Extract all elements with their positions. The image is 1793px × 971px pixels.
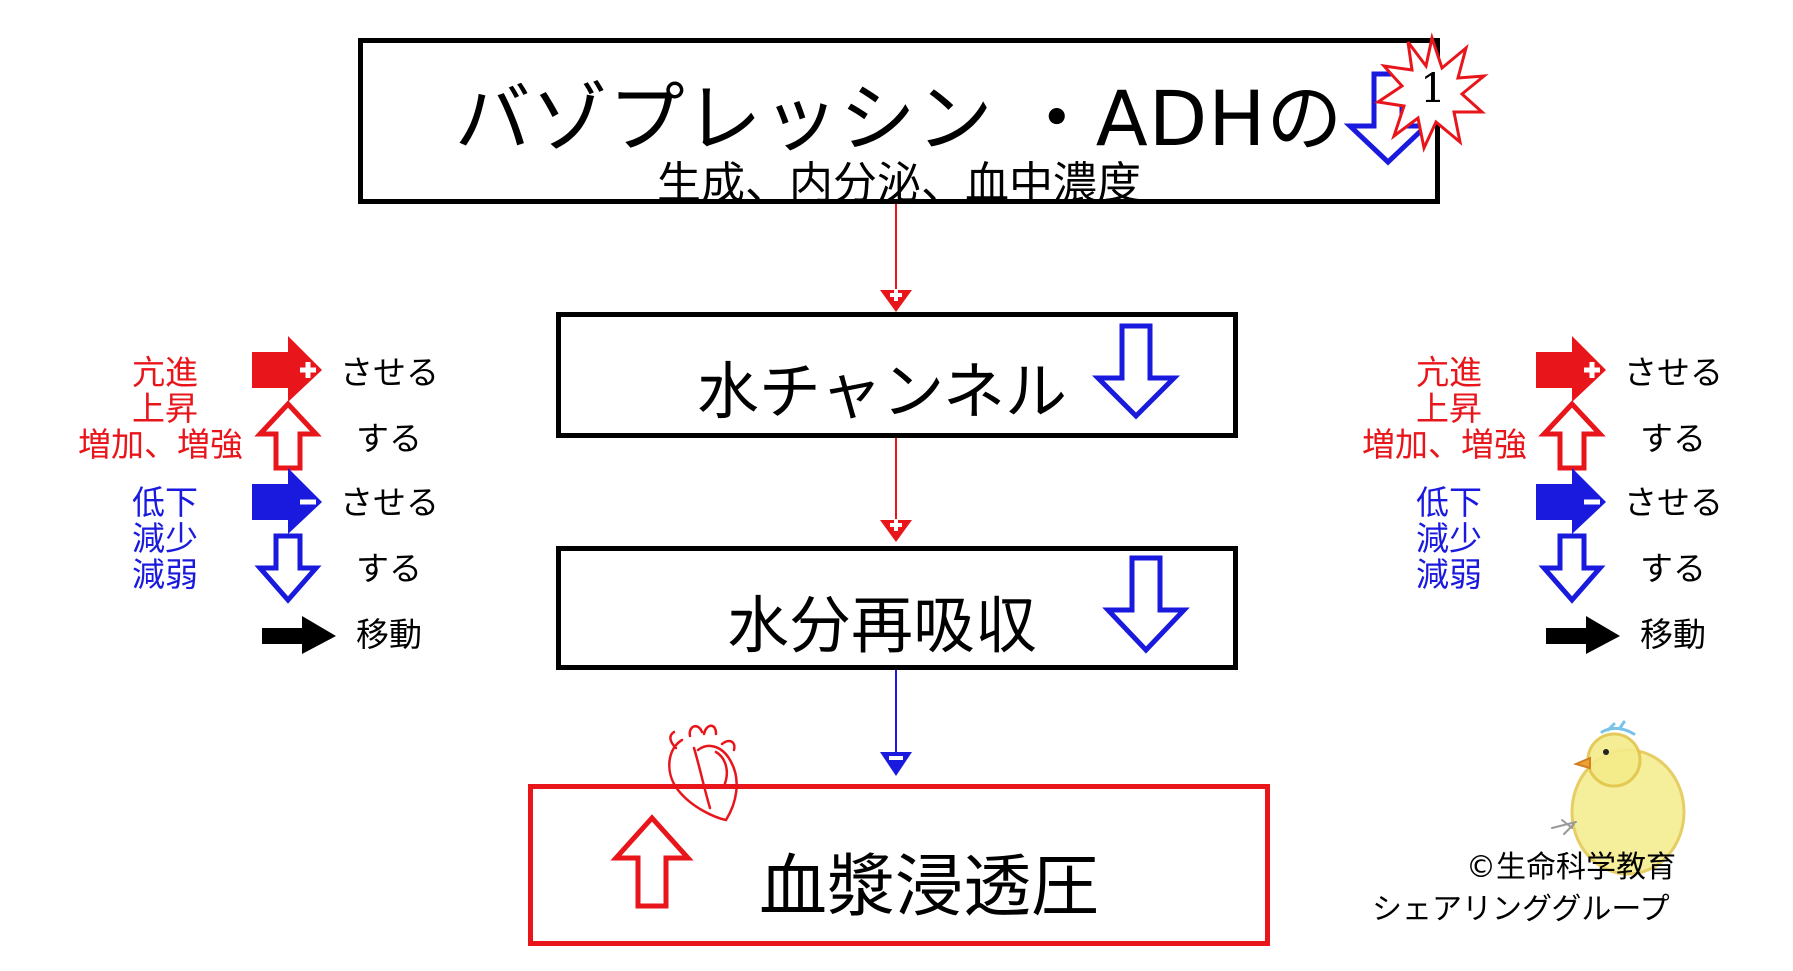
water-channel-label: 水チャンネル: [696, 355, 1068, 428]
legend-sasero-up: させる: [1624, 353, 1723, 392]
water-reabsorption-label: 水分再吸収: [726, 589, 1037, 662]
legend-suru-down: する: [356, 549, 422, 588]
legend-down-word-1: 低下: [132, 483, 198, 522]
legend-suru-down: する: [1640, 549, 1706, 588]
legend-up-word-3: 増加、増強: [1362, 425, 1527, 464]
minus-arrow-icon: [252, 468, 322, 534]
heart-icon: [668, 724, 738, 822]
credit-line-1: ©生命科学教育: [1466, 850, 1676, 885]
plasma-osmolality-label: 血漿浸透圧: [758, 848, 1099, 927]
legend-up-word-2: 上昇: [132, 389, 198, 428]
legend-down-word-3: 減弱: [132, 555, 198, 594]
up-arrow-icon: [610, 814, 694, 909]
legend-move: 移動: [356, 615, 422, 654]
legend-left-icons: [252, 336, 336, 654]
move-arrow-icon: [1546, 616, 1620, 654]
up-outline-arrow-icon: [1538, 400, 1606, 471]
legend-sasero-down: させる: [1624, 483, 1723, 522]
legend-down-word-1: 低下: [1416, 483, 1482, 522]
connector-minus-arrowhead-3: [880, 752, 912, 776]
legend-move: 移動: [1640, 615, 1706, 654]
plus-sign-icon: [890, 289, 902, 301]
plus-sign-icon: [890, 519, 902, 531]
legend-sasero-down: させる: [340, 483, 439, 522]
plus-arrow-icon: [252, 336, 322, 402]
down-outline-arrow-icon: [254, 533, 322, 604]
up-outline-arrow-icon: [254, 400, 322, 471]
down-outline-arrow-icon: [1538, 533, 1606, 604]
plus-arrow-icon: [1536, 336, 1606, 402]
credit-line-2: シェアリンググループ: [1372, 892, 1670, 927]
legend-down-word-2: 減少: [1416, 519, 1482, 558]
move-arrow-icon: [262, 616, 336, 654]
legend-sasero-up: させる: [340, 353, 439, 392]
legend-up-word-1: 亢進: [132, 353, 198, 392]
legend-suru-up: する: [1640, 419, 1706, 458]
legend-suru-up: する: [356, 419, 422, 458]
legend-up-word-3: 増加、増強: [78, 425, 243, 464]
legend-up-word-1: 亢進: [1416, 353, 1482, 392]
vasopressin-subtitle: 生成、内分泌、血中濃度: [657, 158, 1141, 209]
minus-arrow-icon: [1536, 468, 1606, 534]
legend-down-word-3: 減弱: [1416, 555, 1482, 594]
burst-badge-icon: [1373, 32, 1489, 153]
chick-icon: [1551, 720, 1686, 876]
legend-down-word-2: 減少: [132, 519, 198, 558]
vasopressin-box: バゾプレッシン ・ADHの 生成、内分泌、血中濃度: [358, 38, 1440, 209]
vasopressin-title: バゾプレッシン ・ADHの: [454, 74, 1344, 163]
step-badge-number: 1: [1420, 66, 1446, 112]
legend-right-icons: [1536, 336, 1620, 654]
legend-up-word-2: 上昇: [1416, 389, 1482, 428]
down-arrow-icon: [1102, 555, 1190, 654]
down-arrow-icon: [1091, 323, 1181, 420]
